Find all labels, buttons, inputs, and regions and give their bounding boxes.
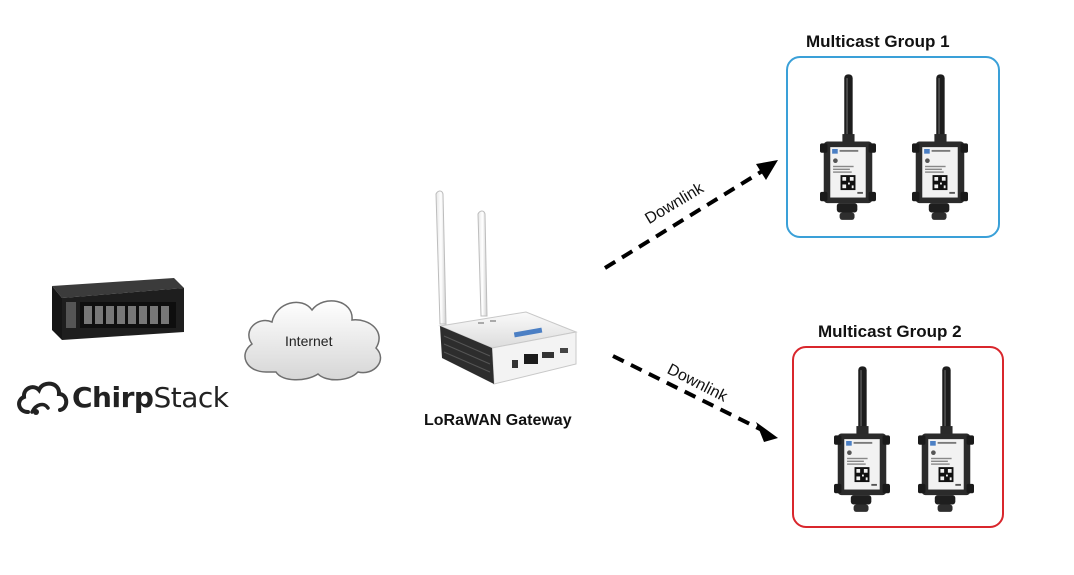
group-2-title: Multicast Group 2 bbox=[818, 322, 962, 341]
brand-prefix: Chirp bbox=[72, 381, 154, 414]
brand-suffix: Stack bbox=[153, 381, 229, 414]
cloud-icon bbox=[236, 288, 388, 384]
multicast-group-2-box bbox=[792, 346, 1004, 528]
downlink-arrow-1 bbox=[603, 160, 778, 270]
lora-node-icon bbox=[820, 70, 876, 228]
gateway-router-icon bbox=[430, 188, 580, 388]
multicast-group-1-box bbox=[786, 56, 1000, 238]
cloud-label: Internet bbox=[285, 333, 333, 349]
chirpstack-cloud-logo bbox=[14, 376, 70, 418]
group-1-title: Multicast Group 1 bbox=[806, 32, 950, 51]
lora-node-icon bbox=[918, 362, 974, 520]
chirpstack-brand: ChirpStack bbox=[72, 381, 229, 414]
gateway-label: LoRaWAN Gateway bbox=[424, 412, 572, 429]
downlink-arrow-2 bbox=[612, 354, 778, 442]
lora-node-icon bbox=[834, 362, 890, 520]
server-rack-icon bbox=[44, 276, 190, 344]
lora-node-icon bbox=[912, 70, 968, 228]
